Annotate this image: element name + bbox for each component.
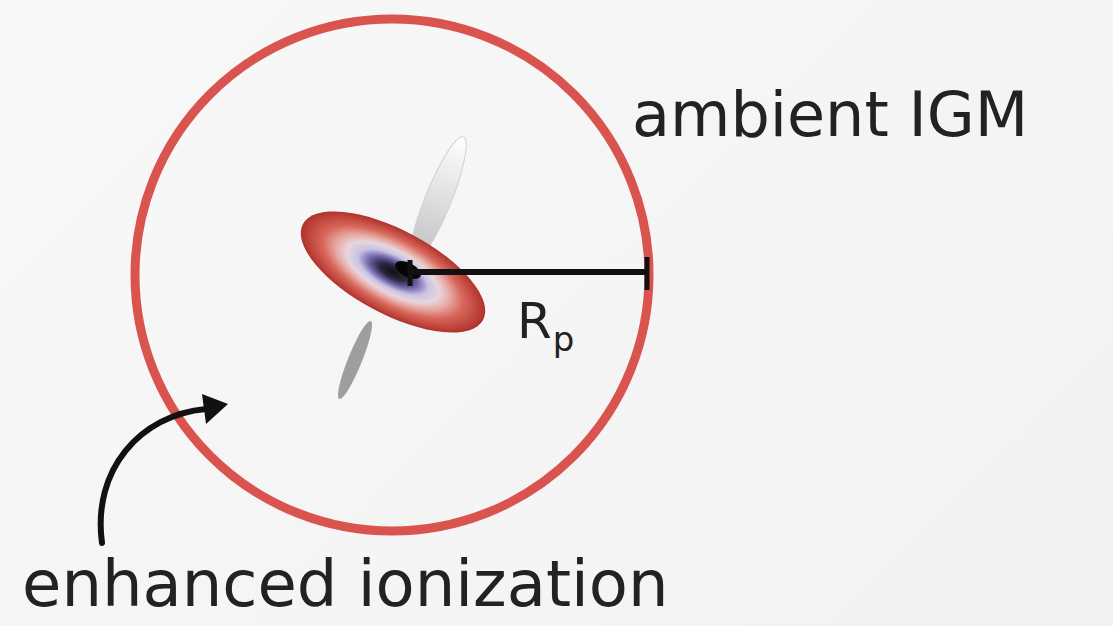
region-label: enhanced ionization: [22, 552, 669, 616]
radius-cap: [408, 260, 413, 286]
radius-symbol: R: [517, 296, 552, 346]
jet-lower: [333, 318, 377, 401]
region-label: ambient IGM: [632, 84, 1028, 146]
arrowhead: [202, 394, 228, 424]
radius-cap: [645, 257, 650, 290]
radius-subscript: p: [553, 322, 575, 356]
radius-bar: [410, 269, 648, 275]
leader-arrow: [101, 409, 206, 543]
ionization-region: [135, 19, 649, 531]
